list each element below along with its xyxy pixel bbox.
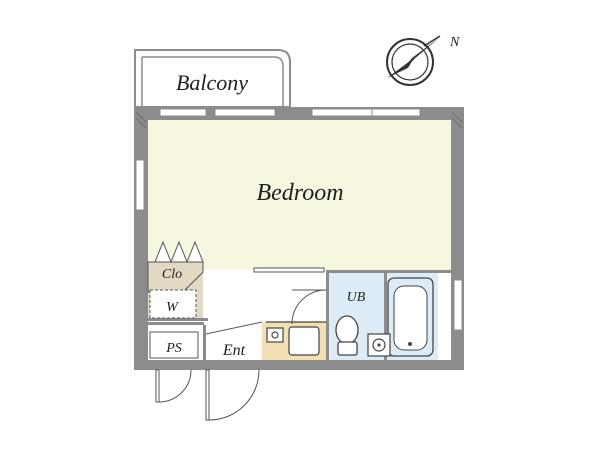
corner-hatches <box>135 111 463 129</box>
north-arrow-icon <box>423 35 441 47</box>
bedroom-sliding-door <box>253 267 325 273</box>
bedroom-label: Bedroom <box>256 180 343 206</box>
windows <box>135 108 463 331</box>
closet-label: Clo <box>162 267 182 282</box>
balcony: Balcony <box>134 49 291 108</box>
pipe-space <box>149 331 199 359</box>
compass-north-label: N <box>449 35 460 50</box>
washer-label: W <box>166 300 179 315</box>
washbasin <box>367 333 391 357</box>
entry-doors <box>155 369 260 421</box>
compass: N <box>386 35 460 86</box>
toilet <box>335 315 359 356</box>
entrance-label: Ent <box>222 342 246 359</box>
pipe-space-label: PS <box>165 341 182 356</box>
kitchen <box>266 321 326 356</box>
balcony-label: Balcony <box>176 70 248 95</box>
closet-bifold-door <box>154 240 204 263</box>
bathtub <box>387 277 434 357</box>
unit-bath-label: UB <box>347 290 366 305</box>
bedroom-floor <box>148 120 451 270</box>
bath-door-swing <box>291 289 327 325</box>
washer-space <box>149 289 197 319</box>
